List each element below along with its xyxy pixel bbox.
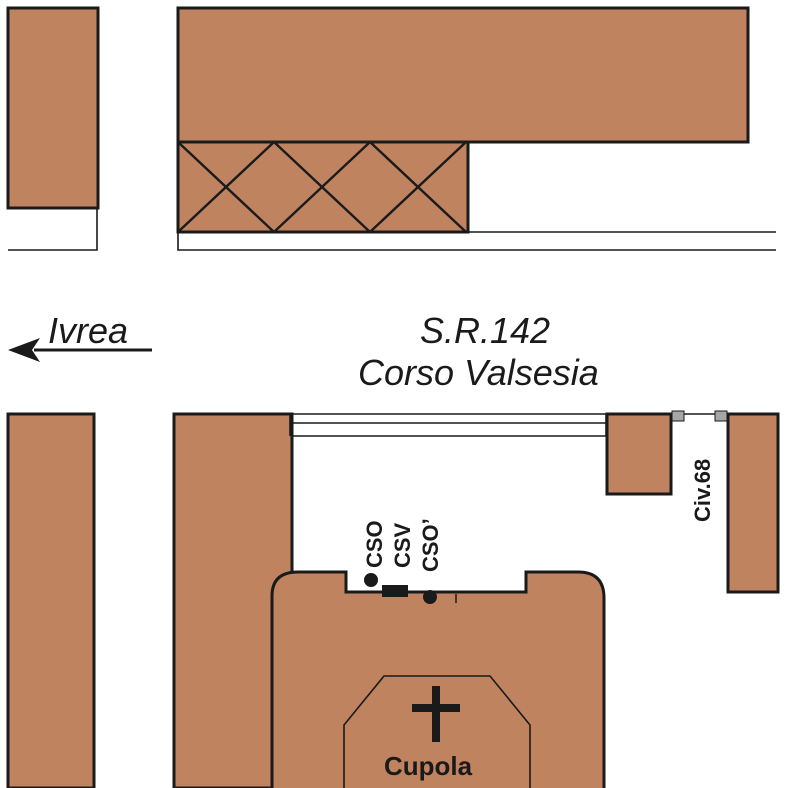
- sidewalk-top-edge: [177, 232, 776, 251]
- gate-post-left: [671, 410, 685, 422]
- cross-icon: [412, 686, 460, 742]
- marker-bar-icon: [382, 585, 408, 597]
- road-code: S.R.142: [420, 310, 550, 351]
- building-right-tall: [726, 412, 780, 594]
- church-label: Cupola: [384, 751, 473, 781]
- building-top-left: [6, 6, 100, 210]
- direction-ivrea: Ivrea: [8, 310, 152, 362]
- civic-number: Civ.68: [690, 459, 715, 522]
- church-building: [270, 570, 606, 788]
- marker-label: CSO’: [418, 518, 443, 572]
- building-right-small: [605, 412, 673, 496]
- building-top-hatched: [176, 140, 470, 234]
- church-dome: [343, 675, 531, 788]
- marker-label: CSV: [390, 522, 415, 568]
- road-name: Corso Valsesia: [358, 352, 599, 393]
- marker-csv: CSV: [382, 522, 415, 597]
- marker-cso: CSO: [362, 520, 387, 587]
- arrow-left-icon: [8, 338, 40, 362]
- direction-label: Ivrea: [48, 310, 128, 351]
- marker-dot-icon: [364, 573, 378, 587]
- marker-dot-icon: [423, 590, 437, 604]
- sidewalk-top-left: [8, 208, 98, 251]
- building-bottom-left: [6, 412, 96, 788]
- marker-cso-prime: CSO’: [418, 518, 443, 604]
- gate-post-right: [714, 410, 728, 422]
- marker-label: CSO: [362, 520, 387, 568]
- building-top-main: [176, 6, 750, 144]
